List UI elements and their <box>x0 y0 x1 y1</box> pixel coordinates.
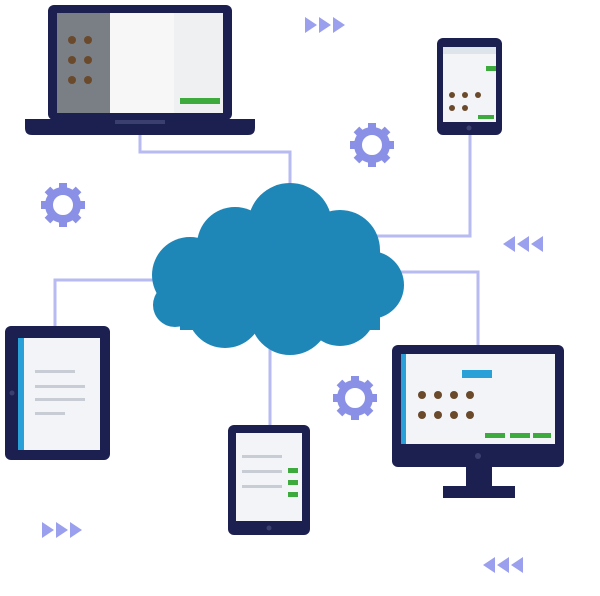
laptop-dialog <box>110 13 174 113</box>
gear-icon <box>350 123 394 167</box>
gear-icon <box>41 183 85 227</box>
connector-laptop <box>138 135 292 190</box>
connector-lines <box>53 135 480 426</box>
connector-tablet-left <box>53 278 158 326</box>
triple-chevron-right-icon <box>42 522 82 538</box>
cloud-icon <box>152 183 404 355</box>
gear-icon <box>333 376 377 420</box>
desktop-monitor <box>392 345 564 498</box>
tablet-left <box>5 326 110 460</box>
connector-tablet-top-right <box>368 135 472 238</box>
tablet-bottom <box>228 425 310 535</box>
laptop <box>25 5 255 135</box>
triple-chevron-left-icon <box>503 236 543 252</box>
triple-chevron-left-icon <box>483 557 523 573</box>
connector-monitor <box>398 270 480 346</box>
tablet-top-right <box>437 38 502 135</box>
triple-chevron-right-icon <box>305 17 345 33</box>
